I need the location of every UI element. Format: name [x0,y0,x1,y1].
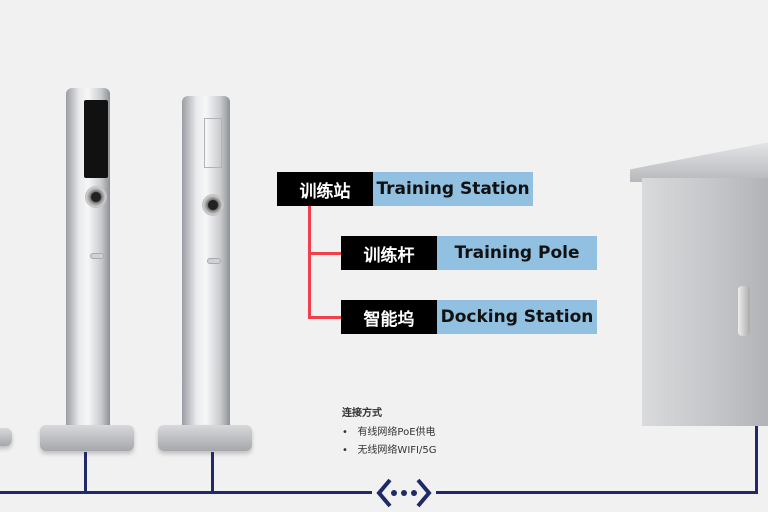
connection-item-text: 无线网络WIFI/5G [357,445,437,456]
docking-cabinet-roof [630,140,768,182]
node-docking-station: 智能坞 Docking Station [341,300,597,334]
training-pole-with-screen [66,88,110,433]
node-cn-label: 训练站 [277,172,373,206]
pole-base [40,425,134,451]
connection-item: • 无线网络WIFI/5G [342,445,437,456]
training-pole [182,96,230,434]
network-drop [755,426,758,494]
network-drop [211,452,214,492]
pole-base-partial [0,428,12,446]
camera-icon [202,194,224,216]
pole-screen [84,100,108,178]
camera-icon [85,186,107,208]
cabinet-handle [738,286,750,336]
node-cn-label: 智能坞 [341,300,437,334]
tree-line-branch [308,252,342,255]
node-en-label: Docking Station [437,300,597,334]
connection-item: • 有线网络PoE供电 [342,427,436,438]
network-line [0,491,372,494]
node-cn-label: 训练杆 [341,236,437,270]
tree-line-vertical [308,206,311,318]
docking-cabinet [642,178,768,426]
network-line [436,491,758,494]
connection-item-text: 有线网络PoE供电 [357,427,436,438]
connection-title: 连接方式 [342,408,382,419]
pole-slot [90,253,104,259]
node-training-pole: 训练杆 Training Pole [341,236,597,270]
pole-base [158,425,252,451]
pole-slot [207,258,221,264]
tree-line-branch [308,316,342,319]
node-en-label: Training Station [373,172,533,206]
network-connection-icon [376,478,432,508]
network-drop [84,452,87,492]
pole-panel [204,118,222,168]
connection-info: 连接方式 • 有线网络PoE供电 • 无线网络WIFI/5G [342,404,436,456]
node-training-station: 训练站 Training Station [277,172,533,206]
node-en-label: Training Pole [437,236,597,270]
